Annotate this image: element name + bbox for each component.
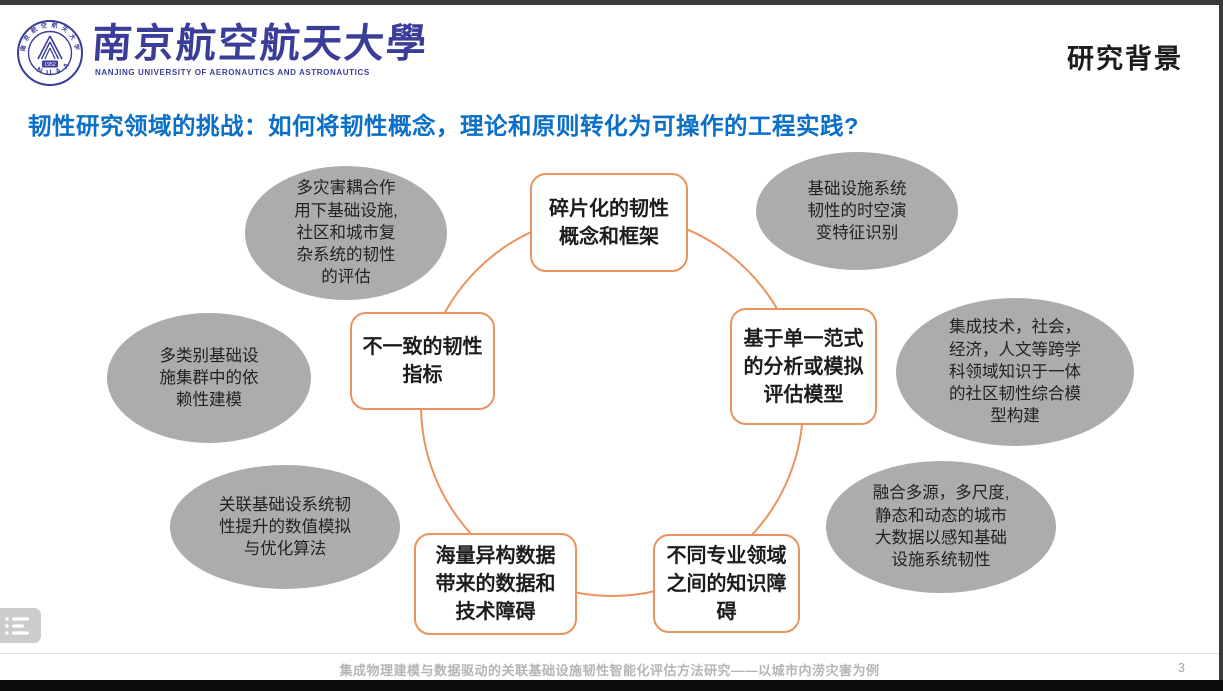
slide: 1952 南京航空航天大学 NUAA 南京航空航天大學 NANJING UNIV…: [0, 5, 1219, 680]
university-name-cn: 南京航空航天大學: [90, 22, 430, 66]
challenge-box-inconsistent-metrics: 不一致的韧性 指标: [350, 312, 495, 410]
topic-ellipse-spatiotemporal-evolution: 基础设施系统 韧性的时空演 变特征识别: [756, 152, 958, 270]
slide-list-button[interactable]: [0, 608, 41, 643]
university-name-block: 南京航空航天大學 NANJING UNIVERSITY OF AERONAUTI…: [90, 22, 430, 77]
challenge-box-fragmented-concepts: 碎片化的韧性 概念和框架: [530, 173, 688, 272]
topic-ellipse-label: 融合多源，多尺度, 静态和动态的城市 大数据以感知基础 设施系统韧性: [872, 484, 1010, 570]
footer-divider: [0, 653, 1219, 654]
challenge-box-data-barriers: 海量异构数据 带来的数据和 技术障碍: [414, 533, 577, 635]
topic-ellipse-dependency-modeling: 多类别基础设 施集群中的依 赖性建模: [107, 313, 311, 443]
challenge-box-label: 基于单一范式 的分析或模拟 评估模型: [743, 327, 864, 406]
challenge-box-single-paradigm-models: 基于单一范式 的分析或模拟 评估模型: [730, 308, 877, 425]
slide-heading: 韧性研究领域的挑战：如何将韧性概念，理论和原则转化为可操作的工程实践?: [28, 113, 859, 139]
university-logo: 1952 南京航空航天大学 NUAA 南京航空航天大學 NANJING UNIV…: [16, 19, 430, 87]
topic-ellipse-label: 基础设施系统 韧性的时空演 变特征识别: [807, 179, 907, 243]
topic-ellipse-simulation-optimization: 关联基础设系统韧 性提升的数值模拟 与优化算法: [170, 465, 400, 589]
challenge-box-label: 不同专业领域 之间的知识障 碍: [666, 544, 787, 623]
university-name-en: NANJING UNIVERSITY OF AERONAUTICS AND AS…: [95, 68, 370, 77]
challenge-box-label: 碎片化的韧性 概念和框架: [549, 197, 669, 248]
page-number: 3: [1177, 660, 1185, 675]
footer-caption: 集成物理建模与数据驱动的关联基础设施韧性智能化评估方法研究——以城市内涝灾害为例: [339, 663, 880, 678]
topic-ellipse-label: 多灾害耦合作 用下基础设施, 社区和城市复 杂系统的韧性 的评估: [294, 179, 398, 287]
challenge-box-knowledge-barriers: 不同专业领域 之间的知识障 碍: [653, 534, 800, 633]
topic-ellipse-label: 多类别基础设 施集群中的依 赖性建模: [159, 346, 259, 410]
challenge-box-label: 海量异构数据 带来的数据和 技术障碍: [435, 545, 556, 623]
topic-ellipse-multi-hazard-assessment: 多灾害耦合作 用下基础设施, 社区和城市复 杂系统的韧性 的评估: [245, 166, 447, 300]
topic-ellipse-urban-big-data: 融合多源，多尺度, 静态和动态的城市 大数据以感知基础 设施系统韧性: [826, 461, 1056, 593]
university-seal-icon: 1952 南京航空航天大学 NUAA: [17, 20, 83, 86]
window-bottom-bar: [0, 680, 1223, 691]
svg-text:1952: 1952: [44, 62, 56, 68]
challenge-box-label: 不一致的韧性 指标: [362, 336, 483, 386]
topic-ellipse-interdisciplinary-model: 集成技术，社会， 经济，人文等跨学 科领域知识于一体 的社区韧性综合模 型构建: [896, 298, 1134, 446]
topic-ellipse-label: 集成技术，社会， 经济，人文等跨学 科领域知识于一体 的社区韧性综合模 型构建: [949, 318, 1081, 426]
list-icon: [5, 616, 29, 635]
topic-ellipse-label: 关联基础设系统韧 性提升的数值模拟 与优化算法: [219, 495, 351, 559]
slide-section-title: 研究背景: [1067, 44, 1183, 74]
